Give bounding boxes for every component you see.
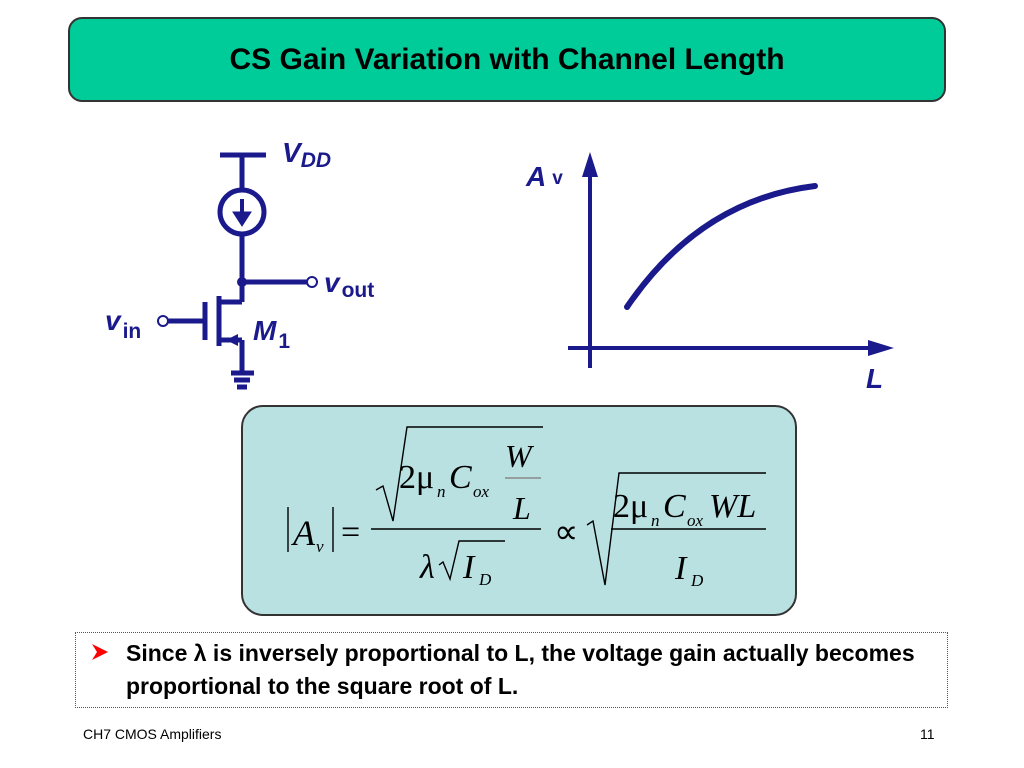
bullet-arrow-icon: [92, 644, 108, 660]
sqrt-denominator: [438, 540, 505, 582]
y-axis-arrow-icon: [582, 152, 598, 177]
note-text: Since λ is inversely proportional to L, …: [126, 640, 915, 699]
eq-num-c: C: [449, 459, 472, 496]
input-terminal: [157, 315, 169, 327]
eq-num-ox: ox: [473, 482, 490, 501]
sqrt-numerator: [375, 426, 543, 522]
circuit-labels: VDD vout vin M1: [105, 137, 374, 353]
sqrt-right: [586, 472, 766, 586]
eq-propto: ∝: [554, 514, 578, 551]
m1-label: M1: [253, 315, 290, 353]
vin-label: vin: [105, 305, 141, 343]
current-arrow-icon: [232, 199, 252, 227]
eq-a-sub: v: [316, 537, 324, 556]
eq-l: L: [512, 490, 531, 526]
gain-equation: A v = 2μ n C ox W L λ I D ∝ 2μ n C ox WL…: [287, 426, 766, 590]
title-banner: CS Gain Variation with Channel Length: [68, 17, 946, 102]
eq-r-c: C: [663, 488, 686, 525]
eq-r-i: I: [674, 550, 688, 587]
equation-box: A v = 2μ n C ox W L λ I D ∝ 2μ n C ox WL…: [241, 405, 797, 616]
output-terminal: [306, 276, 318, 288]
vout-label: vout: [324, 267, 374, 302]
eq-equals: =: [341, 514, 360, 551]
eq-w: W: [505, 438, 535, 474]
eq-r-2mu: 2μ: [613, 488, 648, 525]
slide-title: CS Gain Variation with Channel Length: [229, 42, 785, 76]
vdd-label: VDD: [282, 137, 331, 172]
footer-chapter: CH7 CMOS Amplifiers: [83, 726, 222, 742]
eq-num-n: n: [437, 482, 446, 501]
eq-den-i: I: [462, 549, 476, 586]
eq-r-wl: WL: [709, 488, 756, 525]
source-arrow-icon: [226, 334, 238, 346]
gain-curve: [624, 183, 818, 310]
eq-lambda: λ: [419, 549, 435, 586]
page-number: 11: [920, 726, 935, 742]
eq-num-2mu: 2μ: [399, 459, 434, 496]
eq-r-n: n: [651, 511, 660, 530]
cs-amplifier-circuit: [168, 152, 307, 390]
eq-a: A: [291, 513, 316, 553]
x-axis-label: L: [866, 363, 883, 394]
output-node-dot: [237, 277, 247, 287]
note-box: Since λ is inversely proportional to L, …: [75, 632, 948, 708]
x-axis-arrow-icon: [868, 340, 894, 356]
eq-r-ox: ox: [687, 511, 704, 530]
eq-r-d: D: [690, 571, 704, 590]
eq-den-d: D: [478, 570, 492, 589]
